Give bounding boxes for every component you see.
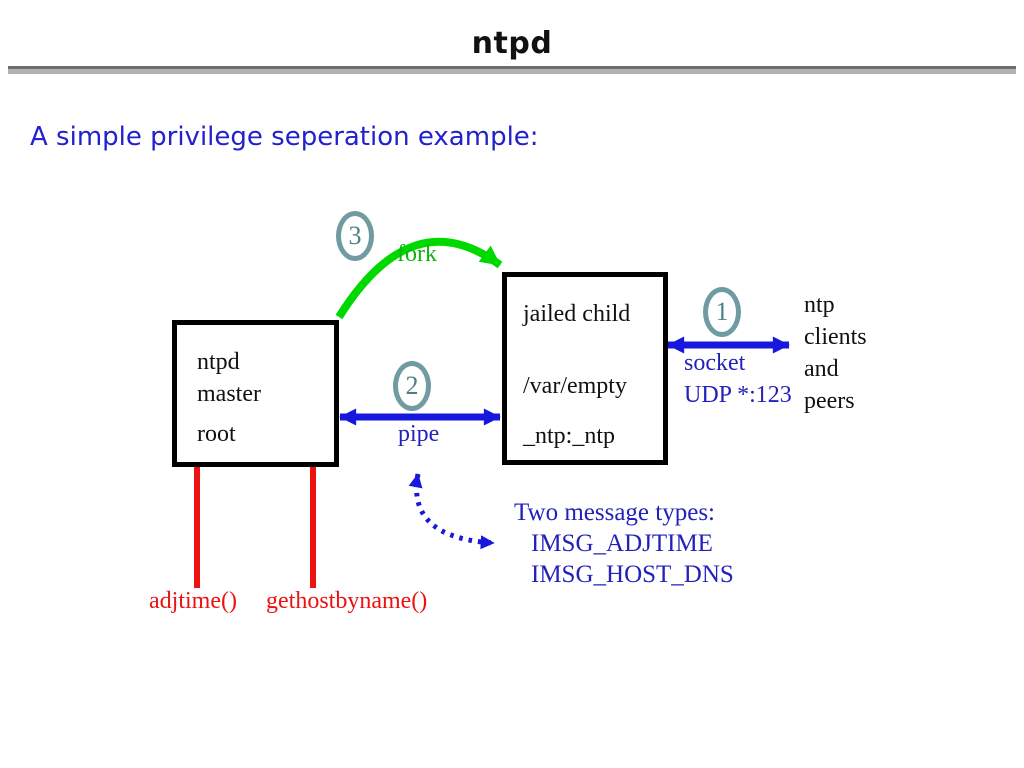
gethostbyname-label: gethostbyname() bbox=[266, 588, 428, 614]
badge-number: 3 bbox=[348, 221, 362, 250]
clients-line: clients bbox=[804, 324, 867, 350]
pipe-label: pipe bbox=[398, 421, 440, 447]
fork-label: fork bbox=[397, 241, 437, 267]
message-type-imsg-adjtime: IMSG_ADJTIME bbox=[531, 530, 713, 557]
child-box-line: jailed child bbox=[523, 301, 631, 327]
child-box-line: /var/empty bbox=[523, 373, 627, 399]
jailed-child-box: jailed child /var/empty _ntp:_ntp bbox=[502, 272, 668, 465]
clients-line: and bbox=[804, 356, 839, 382]
message-types-dotted-arrow bbox=[408, 473, 495, 550]
clients-line: ntp bbox=[804, 292, 835, 318]
clients-line: peers bbox=[804, 388, 855, 414]
step-badge-2: 2 bbox=[393, 361, 431, 411]
fork-arrow bbox=[335, 237, 503, 320]
socket-udp-label: UDP *:123 bbox=[684, 382, 792, 408]
message-type-imsg-host-dns: IMSG_HOST_DNS bbox=[531, 561, 734, 588]
child-box-line: _ntp:_ntp bbox=[523, 423, 616, 449]
ntp-clients-label: ntp clients and peers bbox=[804, 289, 867, 417]
adjtime-label: adjtime() bbox=[149, 588, 237, 614]
message-types-title: Two message types: bbox=[514, 499, 715, 526]
badge-number: 2 bbox=[405, 371, 419, 400]
header-divider bbox=[8, 66, 1016, 74]
slide-subtitle: A simple privilege seperation example: bbox=[30, 122, 539, 152]
socket-label: socket bbox=[684, 350, 746, 376]
master-box-line: root bbox=[197, 421, 236, 447]
badge-number: 1 bbox=[715, 297, 729, 326]
step-badge-3: 3 bbox=[336, 211, 374, 261]
master-box-line: ntpd bbox=[197, 349, 240, 375]
ntpd-master-box: ntpd master root bbox=[172, 320, 339, 467]
page-title: ntpd bbox=[471, 26, 553, 61]
step-badge-1: 1 bbox=[703, 287, 741, 337]
master-box-line: master bbox=[197, 381, 261, 407]
